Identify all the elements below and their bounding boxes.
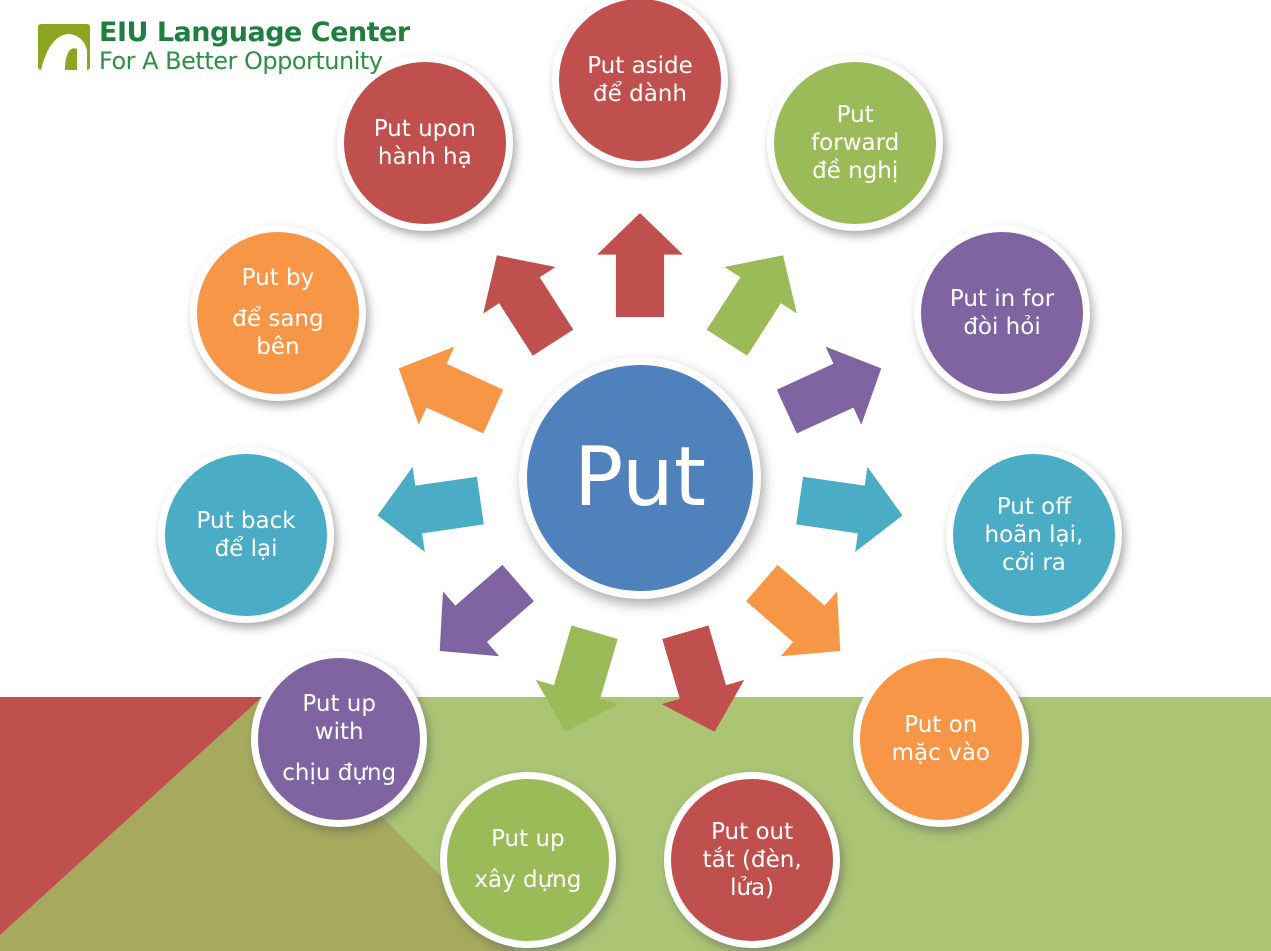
node-label: Put up (491, 826, 565, 853)
logo-subtitle: For A Better Opportunity (99, 46, 383, 75)
eiu-logo-mark-icon (38, 23, 90, 70)
center-circle-put: Put (519, 357, 761, 599)
node-put-up-build: Put up xây dựng (439, 771, 616, 948)
node-label: Put by (241, 265, 315, 292)
node-label: chịu đựng (282, 760, 397, 787)
logo-title: EIU Language Center (99, 17, 410, 48)
eiu-logo: EIU Language Center For A Better Opportu… (38, 18, 410, 75)
background-olive-triangle (0, 697, 516, 951)
center-label: Put (573, 430, 707, 525)
node-label: xây dựng (474, 867, 582, 894)
background-red-triangle (0, 697, 262, 935)
eiu-logo-text: EIU Language Center For A Better Opportu… (99, 18, 410, 75)
